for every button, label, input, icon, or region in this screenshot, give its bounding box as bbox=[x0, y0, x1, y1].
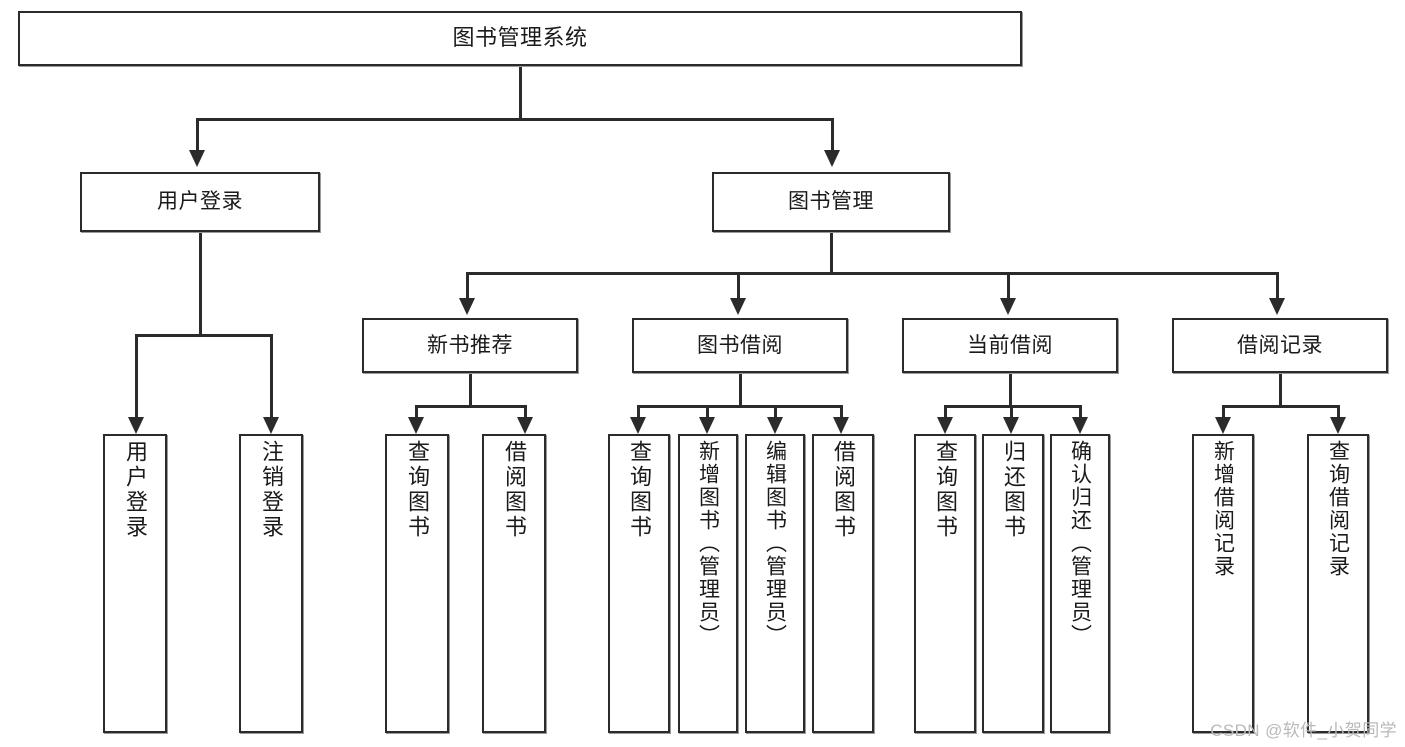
arrowhead-leaf-borrow-book-2 bbox=[833, 417, 849, 434]
node-label: 借阅图书 bbox=[831, 440, 856, 540]
arrowhead-leaf-return-book bbox=[1003, 417, 1019, 434]
node-label: 归还图书 bbox=[1001, 440, 1026, 540]
arrowhead-borrow-record bbox=[1269, 298, 1285, 315]
connector-current-borrow-stem bbox=[1009, 373, 1012, 407]
arrowhead-leaf-query-book-3 bbox=[937, 417, 953, 434]
node-borrow-record[interactable]: 借阅记录 bbox=[1172, 318, 1388, 373]
leaf-return-book[interactable]: 归还图书 bbox=[982, 434, 1044, 733]
connector-drop-leaf-query-book-3 bbox=[944, 405, 947, 420]
connector-user-login-stem bbox=[199, 232, 202, 336]
connector-drop-leaf-add-book bbox=[706, 405, 709, 420]
connector-book-borrow-bus bbox=[637, 405, 843, 408]
node-label: 借阅记录 bbox=[1237, 333, 1323, 357]
node-label: 新书推荐 bbox=[427, 333, 513, 357]
node-label: 图书管理 bbox=[788, 190, 874, 214]
connector-drop-borrow-record bbox=[1276, 272, 1279, 300]
leaf-query-record[interactable]: 查询借阅记录 bbox=[1307, 434, 1369, 733]
node-label: 新增图书（管理员） bbox=[696, 440, 720, 647]
connector-root-stem bbox=[519, 66, 522, 119]
node-label: 查询图书 bbox=[627, 440, 652, 540]
connector-drop-leaf-confirm-return bbox=[1079, 405, 1082, 420]
arrowhead-current-borrow bbox=[1000, 298, 1016, 315]
leaf-user-logout[interactable]: 注销登录 bbox=[239, 434, 303, 733]
arrowhead-leaf-query-record bbox=[1330, 417, 1346, 434]
connector-new-book-recommend-stem bbox=[469, 373, 472, 407]
arrowhead-leaf-query-book-1 bbox=[408, 417, 424, 434]
connector-current-borrow-bus bbox=[944, 405, 1082, 408]
node-label: 借阅图书 bbox=[502, 440, 527, 540]
arrowhead-book-borrow bbox=[730, 298, 746, 315]
node-label: 查询图书 bbox=[933, 440, 958, 540]
arrowhead-leaf-borrow-book-1 bbox=[517, 417, 533, 434]
leaf-borrow-book-1[interactable]: 借阅图书 bbox=[482, 434, 546, 733]
connector-user-login-bus bbox=[135, 334, 273, 337]
node-label: 图书管理系统 bbox=[452, 25, 588, 51]
leaf-confirm-return[interactable]: 确认归还（管理员） bbox=[1050, 434, 1110, 733]
node-label: 用户登录 bbox=[157, 190, 243, 214]
connector-book-manage-stem bbox=[830, 232, 833, 274]
arrowhead-leaf-add-record bbox=[1215, 417, 1231, 434]
connector-drop-current-borrow bbox=[1007, 272, 1010, 300]
node-current-borrow[interactable]: 当前借阅 bbox=[902, 318, 1118, 373]
connector-drop-leaf-borrow-book-1 bbox=[524, 405, 527, 420]
connector-drop-leaf-return-book bbox=[1010, 405, 1013, 420]
connector-book-borrow-stem bbox=[739, 373, 742, 407]
arrowhead-leaf-user-logout bbox=[263, 417, 279, 434]
node-root-system[interactable]: 图书管理系统 bbox=[18, 11, 1022, 66]
connector-new-book-recommend-bus bbox=[415, 405, 527, 408]
leaf-borrow-book-2[interactable]: 借阅图书 bbox=[812, 434, 874, 733]
connector-borrow-record-stem bbox=[1279, 373, 1282, 407]
node-label: 编辑图书（管理员） bbox=[763, 440, 787, 647]
node-label: 当前借阅 bbox=[967, 333, 1053, 357]
arrowhead-leaf-edit-book bbox=[767, 417, 783, 434]
node-book-borrow[interactable]: 图书借阅 bbox=[632, 318, 848, 373]
connector-drop-leaf-user-login bbox=[135, 334, 138, 420]
connector-drop-leaf-query-record bbox=[1337, 405, 1340, 420]
arrowhead-new-book-recommend bbox=[459, 298, 475, 315]
arrowhead-leaf-user-login bbox=[128, 417, 144, 434]
connector-level2-bus bbox=[196, 118, 834, 121]
connector-drop-leaf-user-logout bbox=[270, 334, 273, 420]
connector-level3-bus bbox=[466, 272, 1279, 275]
connector-drop-leaf-edit-book bbox=[774, 405, 777, 420]
node-new-book-recommend[interactable]: 新书推荐 bbox=[362, 318, 578, 373]
node-user-login[interactable]: 用户登录 bbox=[80, 172, 320, 232]
leaf-add-record[interactable]: 新增借阅记录 bbox=[1192, 434, 1254, 733]
node-label: 图书借阅 bbox=[697, 333, 783, 357]
arrowhead-leaf-query-book-2 bbox=[630, 417, 646, 434]
node-label: 注销登录 bbox=[259, 440, 284, 540]
leaf-add-book[interactable]: 新增图书（管理员） bbox=[678, 434, 738, 733]
connector-drop-user-login bbox=[196, 118, 199, 153]
connector-drop-new-book-recommend bbox=[466, 272, 469, 300]
node-label: 确认归还（管理员） bbox=[1068, 440, 1092, 647]
leaf-query-book-2[interactable]: 查询图书 bbox=[608, 434, 670, 733]
connector-drop-leaf-add-record bbox=[1222, 405, 1225, 420]
connector-drop-book-manage bbox=[831, 118, 834, 153]
leaf-user-login[interactable]: 用户登录 bbox=[103, 434, 167, 733]
connector-drop-book-borrow bbox=[737, 272, 740, 300]
connector-drop-leaf-borrow-book-2 bbox=[840, 405, 843, 420]
arrowhead-book-manage bbox=[824, 150, 840, 167]
node-label: 新增借阅记录 bbox=[1211, 440, 1235, 578]
arrowhead-leaf-add-book bbox=[699, 417, 715, 434]
arrowhead-user-login bbox=[189, 150, 205, 167]
csdn-watermark: CSDN @软件_小贺同学 bbox=[1210, 721, 1397, 740]
node-label: 查询图书 bbox=[405, 440, 430, 540]
node-book-manage[interactable]: 图书管理 bbox=[712, 172, 950, 232]
node-label: 用户登录 bbox=[123, 440, 148, 540]
arrowhead-leaf-confirm-return bbox=[1072, 417, 1088, 434]
leaf-edit-book[interactable]: 编辑图书（管理员） bbox=[745, 434, 805, 733]
connector-drop-leaf-query-book-1 bbox=[415, 405, 418, 420]
leaf-query-book-1[interactable]: 查询图书 bbox=[385, 434, 449, 733]
connector-drop-leaf-query-book-2 bbox=[637, 405, 640, 420]
leaf-query-book-3[interactable]: 查询图书 bbox=[914, 434, 976, 733]
connector-borrow-record-bus bbox=[1222, 405, 1340, 408]
node-label: 查询借阅记录 bbox=[1326, 440, 1350, 578]
